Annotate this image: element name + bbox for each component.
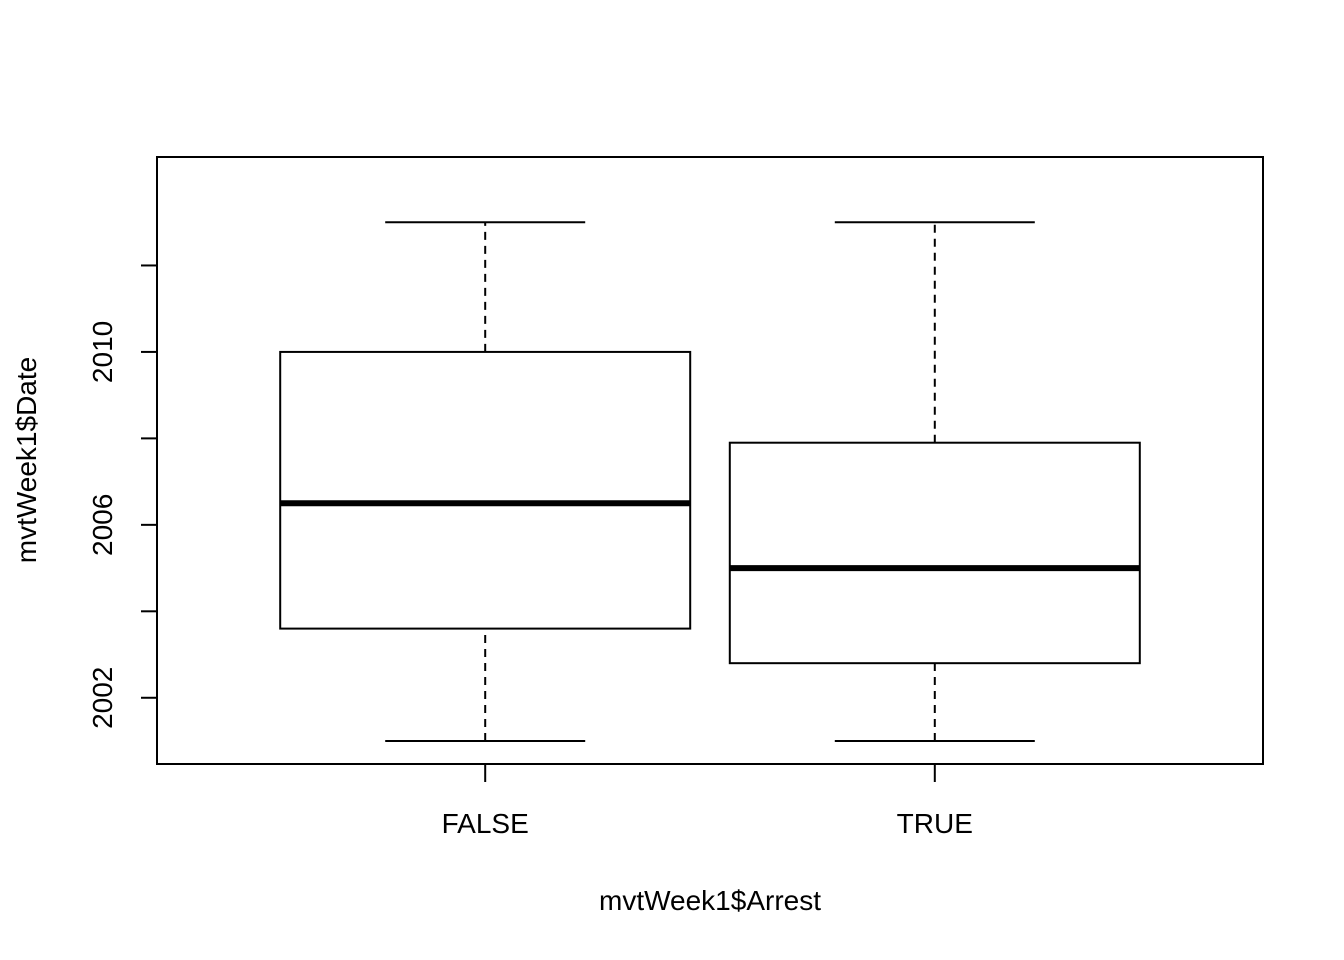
x-tick-label-false: FALSE [442, 808, 529, 839]
iqr-box [279, 350, 692, 630]
y-tick-label: 2010 [87, 321, 118, 383]
y-tick-label: 2006 [87, 494, 118, 556]
boxes-layer [279, 221, 1141, 742]
y-axis: 2002 2006 2010 [87, 264, 157, 729]
y-tick-label: 2002 [87, 667, 118, 729]
box-true [728, 221, 1141, 742]
box-false [279, 221, 692, 742]
x-tick-label-true: TRUE [897, 808, 973, 839]
x-axis-label: mvtWeek1$Arrest [599, 885, 821, 916]
y-axis-label: mvtWeek1$Date [11, 357, 42, 563]
x-axis: FALSE TRUE [442, 764, 973, 839]
plot-frame [156, 156, 1264, 765]
iqr-box [728, 441, 1141, 665]
